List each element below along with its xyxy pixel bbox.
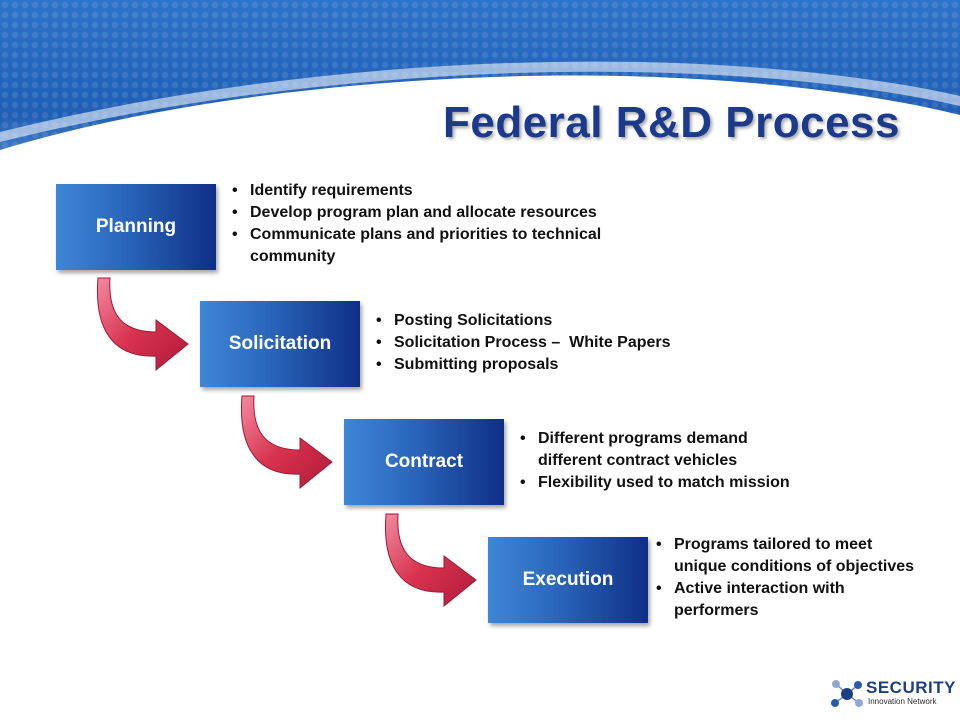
list-item: Posting Solicitations bbox=[372, 310, 752, 332]
stage-box-solicitation: Solicitation bbox=[200, 301, 360, 387]
stage-box-planning: Planning bbox=[56, 184, 216, 270]
bullet-list-execution: Programs tailored to meet unique conditi… bbox=[652, 534, 927, 622]
curved-arrow-icon bbox=[96, 277, 189, 372]
molecule-icon bbox=[831, 680, 863, 707]
logo-wordmark: SECURITY bbox=[866, 678, 956, 697]
bullet-list-solicitation: Posting Solicitations Solicitation Proce… bbox=[372, 310, 752, 376]
curved-arrow-icon bbox=[240, 395, 333, 490]
page-title: Federal R&D Process bbox=[442, 98, 900, 147]
list-item: Different programs demand different cont… bbox=[516, 428, 808, 472]
list-item: Communicate plans and priorities to tech… bbox=[228, 224, 670, 268]
bullet-list-planning: Identify requirements Develop program pl… bbox=[228, 180, 678, 268]
curved-arrow-icon bbox=[384, 513, 477, 608]
list-item: Identify requirements bbox=[228, 180, 678, 202]
list-item: Develop program plan and allocate resour… bbox=[228, 202, 678, 224]
list-item: Flexibility used to match mission bbox=[516, 472, 836, 494]
list-item: Programs tailored to meet unique conditi… bbox=[652, 534, 919, 578]
security-innovation-network-logo: SECURITY Innovation Network bbox=[830, 676, 956, 712]
list-item: Solicitation Process – White Papers bbox=[372, 332, 752, 354]
bullet-list-contract: Different programs demand different cont… bbox=[516, 428, 836, 494]
list-item: Active interaction with performers bbox=[652, 578, 904, 622]
stage-box-contract: Contract bbox=[344, 419, 504, 505]
header-background bbox=[0, 0, 960, 190]
list-item: Submitting proposals bbox=[372, 354, 752, 376]
stage-box-execution: Execution bbox=[488, 537, 648, 623]
logo-subtitle: Innovation Network bbox=[868, 697, 937, 706]
